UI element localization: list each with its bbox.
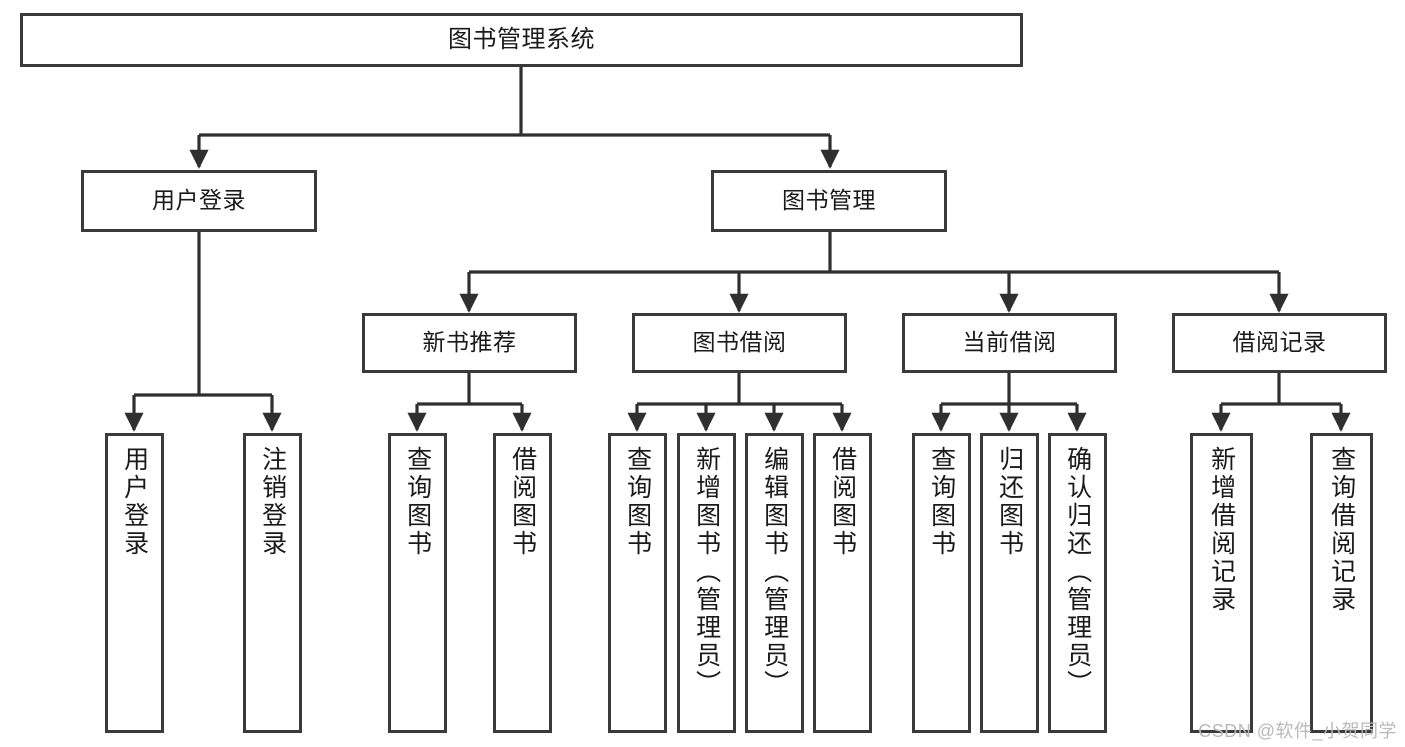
leaf-borrow-book-2[interactable]: 借阅图书 bbox=[813, 433, 872, 733]
node-borrow-record-label: 借阅记录 bbox=[1232, 329, 1327, 356]
leaf-add-borrow-record-label: 新增借阅记录 bbox=[1207, 446, 1236, 614]
node-book-borrow[interactable]: 图书借阅 bbox=[632, 313, 847, 373]
node-user-login[interactable]: 用户登录 bbox=[81, 170, 317, 232]
leaf-query-book-3-label: 查询图书 bbox=[927, 446, 956, 558]
leaf-confirm-return-label: 确认归还（管理员） bbox=[1063, 446, 1092, 698]
leaf-borrow-book-1-label: 借阅图书 bbox=[508, 446, 537, 558]
leaf-user-login-label: 用户登录 bbox=[120, 446, 149, 558]
leaf-user-login[interactable]: 用户登录 bbox=[105, 433, 164, 733]
node-book-borrow-label: 图书借阅 bbox=[692, 329, 787, 356]
leaf-user-logout-label: 注销登录 bbox=[258, 446, 287, 558]
leaf-user-logout[interactable]: 注销登录 bbox=[243, 433, 302, 733]
leaf-edit-book-label: 编辑图书（管理员） bbox=[760, 446, 789, 698]
node-new-book-recommend-label: 新书推荐 bbox=[422, 329, 517, 356]
leaf-add-borrow-record[interactable]: 新增借阅记录 bbox=[1190, 433, 1253, 733]
leaf-borrow-book-2-label: 借阅图书 bbox=[828, 446, 857, 558]
node-book-manage-label: 图书管理 bbox=[782, 187, 876, 214]
leaf-return-book-label: 归还图书 bbox=[995, 446, 1024, 558]
node-current-borrow[interactable]: 当前借阅 bbox=[902, 313, 1117, 373]
leaf-add-book[interactable]: 新增图书（管理员） bbox=[677, 433, 736, 733]
leaf-confirm-return[interactable]: 确认归还（管理员） bbox=[1048, 433, 1107, 733]
leaf-query-borrow-record[interactable]: 查询借阅记录 bbox=[1310, 433, 1373, 733]
leaf-add-book-label: 新增图书（管理员） bbox=[692, 446, 721, 698]
node-root-label: 图书管理系统 bbox=[448, 25, 595, 53]
leaf-return-book[interactable]: 归还图书 bbox=[980, 433, 1039, 733]
leaf-query-borrow-record-label: 查询借阅记录 bbox=[1327, 446, 1356, 614]
leaf-query-book-2[interactable]: 查询图书 bbox=[608, 433, 667, 733]
node-root[interactable]: 图书管理系统 bbox=[20, 13, 1023, 67]
leaf-query-book-3[interactable]: 查询图书 bbox=[912, 433, 971, 733]
leaf-query-book-1[interactable]: 查询图书 bbox=[388, 433, 447, 733]
node-current-borrow-label: 当前借阅 bbox=[962, 329, 1057, 356]
node-book-manage[interactable]: 图书管理 bbox=[711, 170, 947, 232]
leaf-edit-book[interactable]: 编辑图书（管理员） bbox=[745, 433, 804, 733]
leaf-query-book-2-label: 查询图书 bbox=[623, 446, 652, 558]
node-user-login-label: 用户登录 bbox=[152, 187, 246, 214]
watermark: CSDN @软件_小贺同学 bbox=[1198, 721, 1397, 741]
leaf-borrow-book-1[interactable]: 借阅图书 bbox=[493, 433, 552, 733]
leaf-query-book-1-label: 查询图书 bbox=[403, 446, 432, 558]
node-borrow-record[interactable]: 借阅记录 bbox=[1172, 313, 1387, 373]
node-new-book-recommend[interactable]: 新书推荐 bbox=[362, 313, 577, 373]
